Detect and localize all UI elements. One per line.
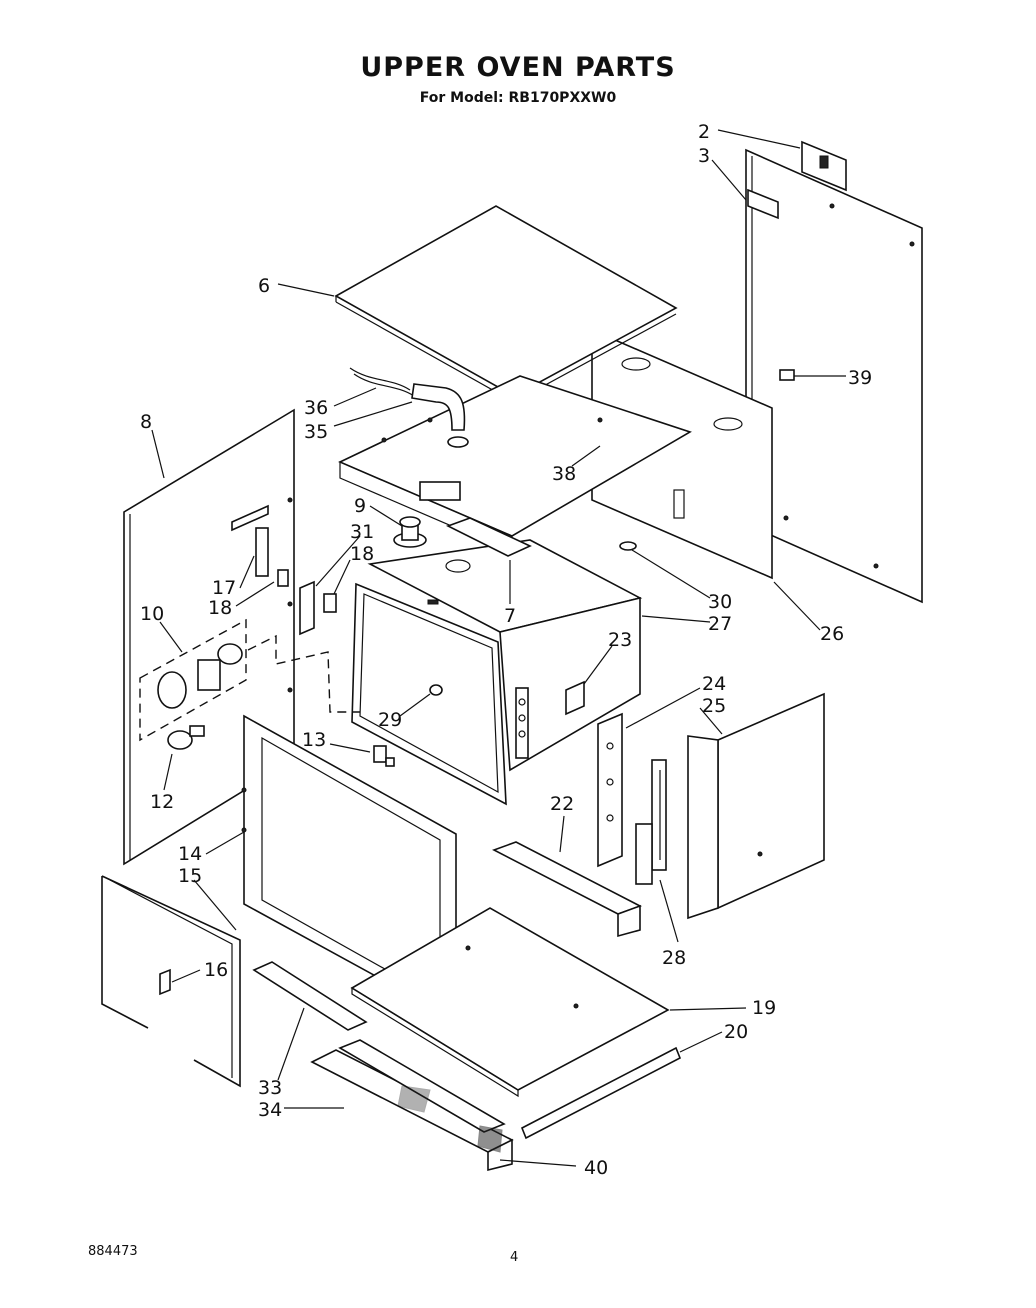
callout-38: 38 xyxy=(552,463,576,485)
support-rail xyxy=(445,517,532,557)
insulation-patch xyxy=(747,188,779,220)
door-gasket xyxy=(101,875,241,1088)
hinge-receptacle xyxy=(597,712,623,868)
trim-strip xyxy=(252,961,368,1031)
callout-29: 29 xyxy=(378,709,402,731)
callout-2: 2 xyxy=(698,121,710,143)
callout-35: 35 xyxy=(304,421,328,443)
bottom-insulation xyxy=(338,1039,506,1153)
callout-6: 6 xyxy=(258,275,270,297)
oven-cavity xyxy=(351,539,643,806)
callout-39: 39 xyxy=(848,367,872,389)
callout-3: 3 xyxy=(698,145,710,167)
callout-22: 22 xyxy=(550,793,574,815)
front-frame xyxy=(241,714,457,1022)
callout-24: 24 xyxy=(702,673,726,695)
sensor-cover xyxy=(619,541,637,551)
wire-harness xyxy=(349,367,415,397)
callout-15: 15 xyxy=(178,865,202,887)
terminal-block xyxy=(231,504,269,577)
side-shield xyxy=(687,692,825,920)
door-latch xyxy=(373,745,395,767)
door-hinge xyxy=(635,759,667,885)
vent-grommet xyxy=(393,516,427,548)
control-cover xyxy=(565,680,585,716)
panel-clip xyxy=(779,369,795,381)
part-callouts: 2 3 6 8 39 36 35 38 9 31 18 17 18 7 30 2… xyxy=(140,121,872,1179)
switch-clip xyxy=(277,569,289,587)
callout-16: 16 xyxy=(204,959,228,981)
vent-tube xyxy=(411,383,469,448)
callout-14: 14 xyxy=(178,843,202,865)
mounting-bracket xyxy=(299,580,337,636)
callout-17: 17 xyxy=(212,577,236,599)
callout-26: 26 xyxy=(820,623,844,645)
light-assembly xyxy=(139,618,247,742)
document-number: 884473 xyxy=(88,1244,138,1259)
model-subtitle: For Model: RB170PXXW0 xyxy=(419,90,617,106)
callout-8: 8 xyxy=(140,411,152,433)
bottom-trim xyxy=(310,1049,514,1172)
callout-12: 12 xyxy=(150,791,174,813)
callout-34: 34 xyxy=(258,1099,282,1121)
callout-20: 20 xyxy=(724,1021,748,1043)
callout-31: 31 xyxy=(350,521,374,543)
callout-10: 10 xyxy=(140,603,164,625)
leader-lines xyxy=(151,129,846,1167)
callout-13: 13 xyxy=(302,729,326,751)
hinge-bracket xyxy=(801,140,847,192)
callout-19: 19 xyxy=(752,997,776,1019)
callout-40: 40 xyxy=(584,1157,608,1179)
page-title: UPPER OVEN PARTS xyxy=(360,52,676,83)
callout-9: 9 xyxy=(354,495,366,517)
callout-36: 36 xyxy=(304,397,328,419)
bottom-panel xyxy=(350,907,670,1098)
callout-18-left: 18 xyxy=(208,597,232,619)
callout-18-right: 18 xyxy=(350,543,374,565)
element-bracket xyxy=(492,841,642,938)
callout-27: 27 xyxy=(708,613,732,635)
callout-25: 25 xyxy=(702,695,726,717)
page-number: 4 xyxy=(510,1250,519,1265)
light-bulb xyxy=(167,725,205,750)
callout-28: 28 xyxy=(662,947,686,969)
rear-rail xyxy=(520,1046,682,1140)
callout-30: 30 xyxy=(708,591,732,613)
callout-7: 7 xyxy=(504,605,516,627)
gasket-clip xyxy=(159,968,171,996)
callout-23: 23 xyxy=(608,629,632,651)
callout-33: 33 xyxy=(258,1077,282,1099)
